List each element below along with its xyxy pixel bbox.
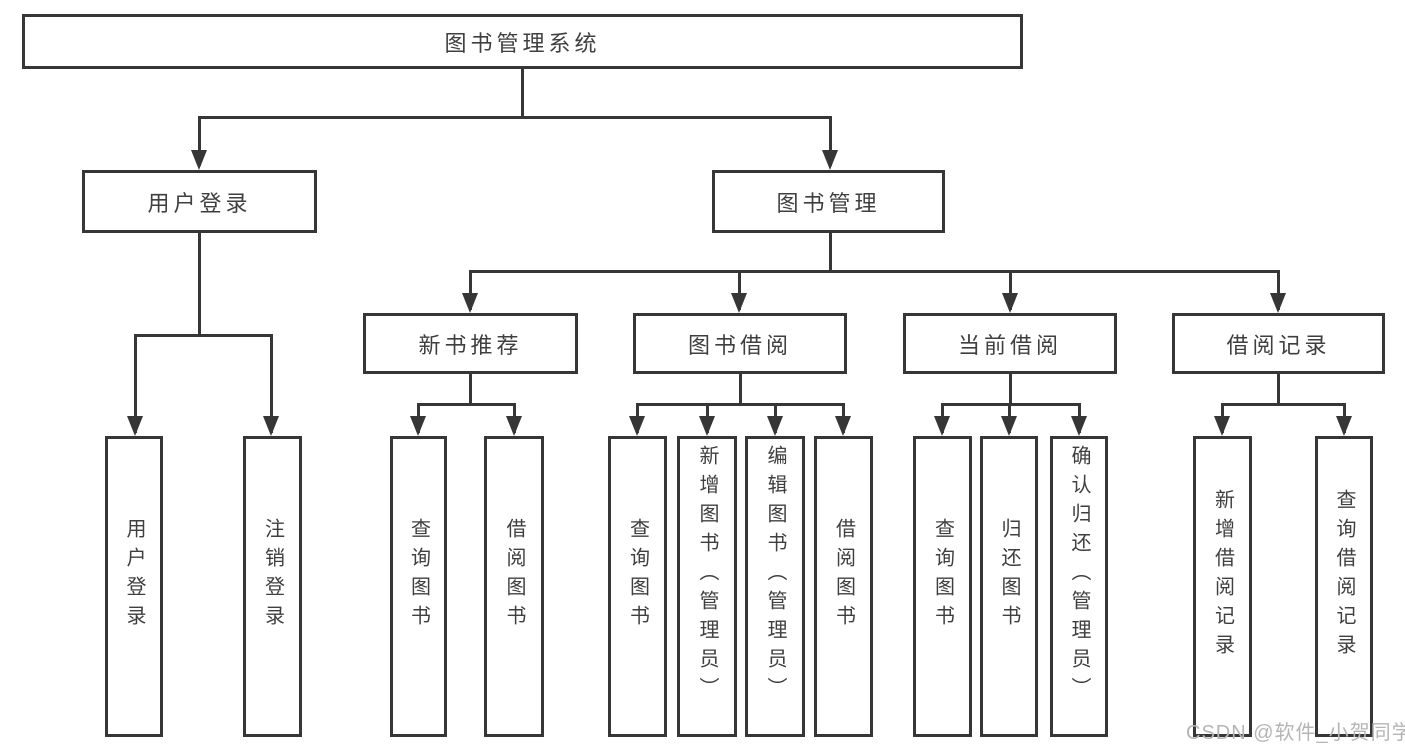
connector-level3-branch — [468, 269, 1280, 273]
arrowhead — [127, 416, 143, 436]
leaf-query-books: 查询图书 — [390, 436, 447, 737]
arrowhead — [1001, 416, 1017, 436]
leaf-edit-books-admin: 编辑图书（管理员） — [745, 436, 805, 737]
connector-drop — [269, 333, 273, 433]
node-label: 编辑图书（管理员） — [764, 445, 786, 706]
connector-drop — [133, 333, 137, 433]
arrowhead — [699, 416, 715, 436]
arrowhead — [767, 416, 783, 436]
leaf-borrow-books: 借阅图书 — [484, 436, 544, 737]
connector-drop — [737, 269, 741, 310]
node-borrow-records: 借阅记录 — [1172, 313, 1385, 374]
node-label: 归还图书 — [998, 517, 1020, 634]
node-label: 借阅图书 — [503, 517, 525, 634]
node-book-borrow: 图书借阅 — [633, 313, 847, 374]
node-library-system: 图书管理系统 — [22, 14, 1023, 69]
connector-branch — [635, 402, 845, 406]
arrowhead — [822, 150, 838, 170]
connector-stem — [738, 374, 742, 404]
node-book-management: 图书管理 — [712, 170, 945, 233]
arrowhead — [191, 150, 207, 170]
leaf-query-books: 查询图书 — [913, 436, 972, 737]
node-user-login: 用户登录 — [82, 170, 317, 233]
node-label: 图书借阅 — [687, 332, 792, 358]
watermark: CSDN @软件_小贺同学 — [1186, 722, 1405, 744]
connector-stem — [1008, 374, 1012, 404]
connector-branch — [1220, 402, 1346, 406]
connector-bookmgmt-stem — [828, 233, 832, 271]
leaf-query-books: 查询图书 — [608, 436, 667, 737]
node-label: 用户登录 — [147, 190, 252, 216]
connector-drop — [197, 115, 201, 166]
node-label: 查询图书 — [931, 517, 954, 634]
node-label: 借阅图书 — [832, 517, 855, 634]
leaf-query-borrow-record: 查询借阅记录 — [1315, 436, 1373, 737]
arrowhead — [1214, 416, 1230, 436]
node-new-book-recommend: 新书推荐 — [363, 313, 578, 374]
leaf-borrow-books: 借阅图书 — [814, 436, 873, 737]
node-label: 用户登录 — [123, 517, 145, 634]
leaf-add-borrow-record: 新增借阅记录 — [1193, 436, 1252, 737]
arrowhead — [1336, 416, 1352, 436]
node-label: 查询图书 — [626, 517, 649, 634]
arrowhead — [506, 416, 522, 436]
leaf-user-login: 用户登录 — [105, 436, 163, 737]
node-label: 确认归还（管理员） — [1068, 445, 1090, 706]
arrowhead — [1071, 416, 1087, 436]
connector-drop — [1008, 269, 1012, 310]
leaf-logout: 注销登录 — [243, 436, 302, 737]
node-label: 借阅记录 — [1226, 332, 1331, 358]
node-current-borrow: 当前借阅 — [903, 313, 1117, 374]
arrowhead — [263, 416, 279, 436]
node-label: 注销登录 — [261, 517, 284, 634]
connector-userlogin-branch — [133, 333, 273, 337]
connector-drop — [1276, 269, 1280, 310]
leaf-add-books-admin: 新增图书（管理员） — [677, 436, 737, 737]
node-label: 图书管理 — [776, 190, 881, 216]
arrowhead — [731, 293, 747, 313]
node-label: 新书推荐 — [418, 332, 523, 358]
connector-root-stem — [520, 69, 524, 117]
connector-drop — [828, 115, 832, 166]
connector-level1-branch — [197, 115, 832, 119]
arrowhead — [934, 416, 950, 436]
connector-drop — [468, 269, 472, 310]
connector-stem — [1276, 374, 1280, 404]
node-label: 查询借阅记录 — [1333, 488, 1355, 663]
arrowhead — [835, 416, 851, 436]
connector-userlogin-stem — [197, 233, 201, 335]
node-label: 当前借阅 — [957, 332, 1062, 358]
node-label: 图书管理系统 — [444, 30, 601, 56]
node-label: 新增图书（管理员） — [696, 445, 718, 706]
leaf-confirm-return-admin: 确认归还（管理员） — [1050, 436, 1108, 737]
arrowhead — [1270, 293, 1286, 313]
connector-branch — [940, 402, 1081, 406]
connector-stem — [468, 374, 472, 404]
arrowhead — [462, 293, 478, 313]
arrowhead — [410, 416, 426, 436]
connector-branch — [416, 402, 516, 406]
node-label: 查询图书 — [407, 517, 430, 634]
node-label: 新增借阅记录 — [1211, 488, 1234, 663]
arrowhead — [1002, 293, 1018, 313]
arrowhead — [629, 416, 645, 436]
leaf-return-books: 归还图书 — [980, 436, 1038, 737]
